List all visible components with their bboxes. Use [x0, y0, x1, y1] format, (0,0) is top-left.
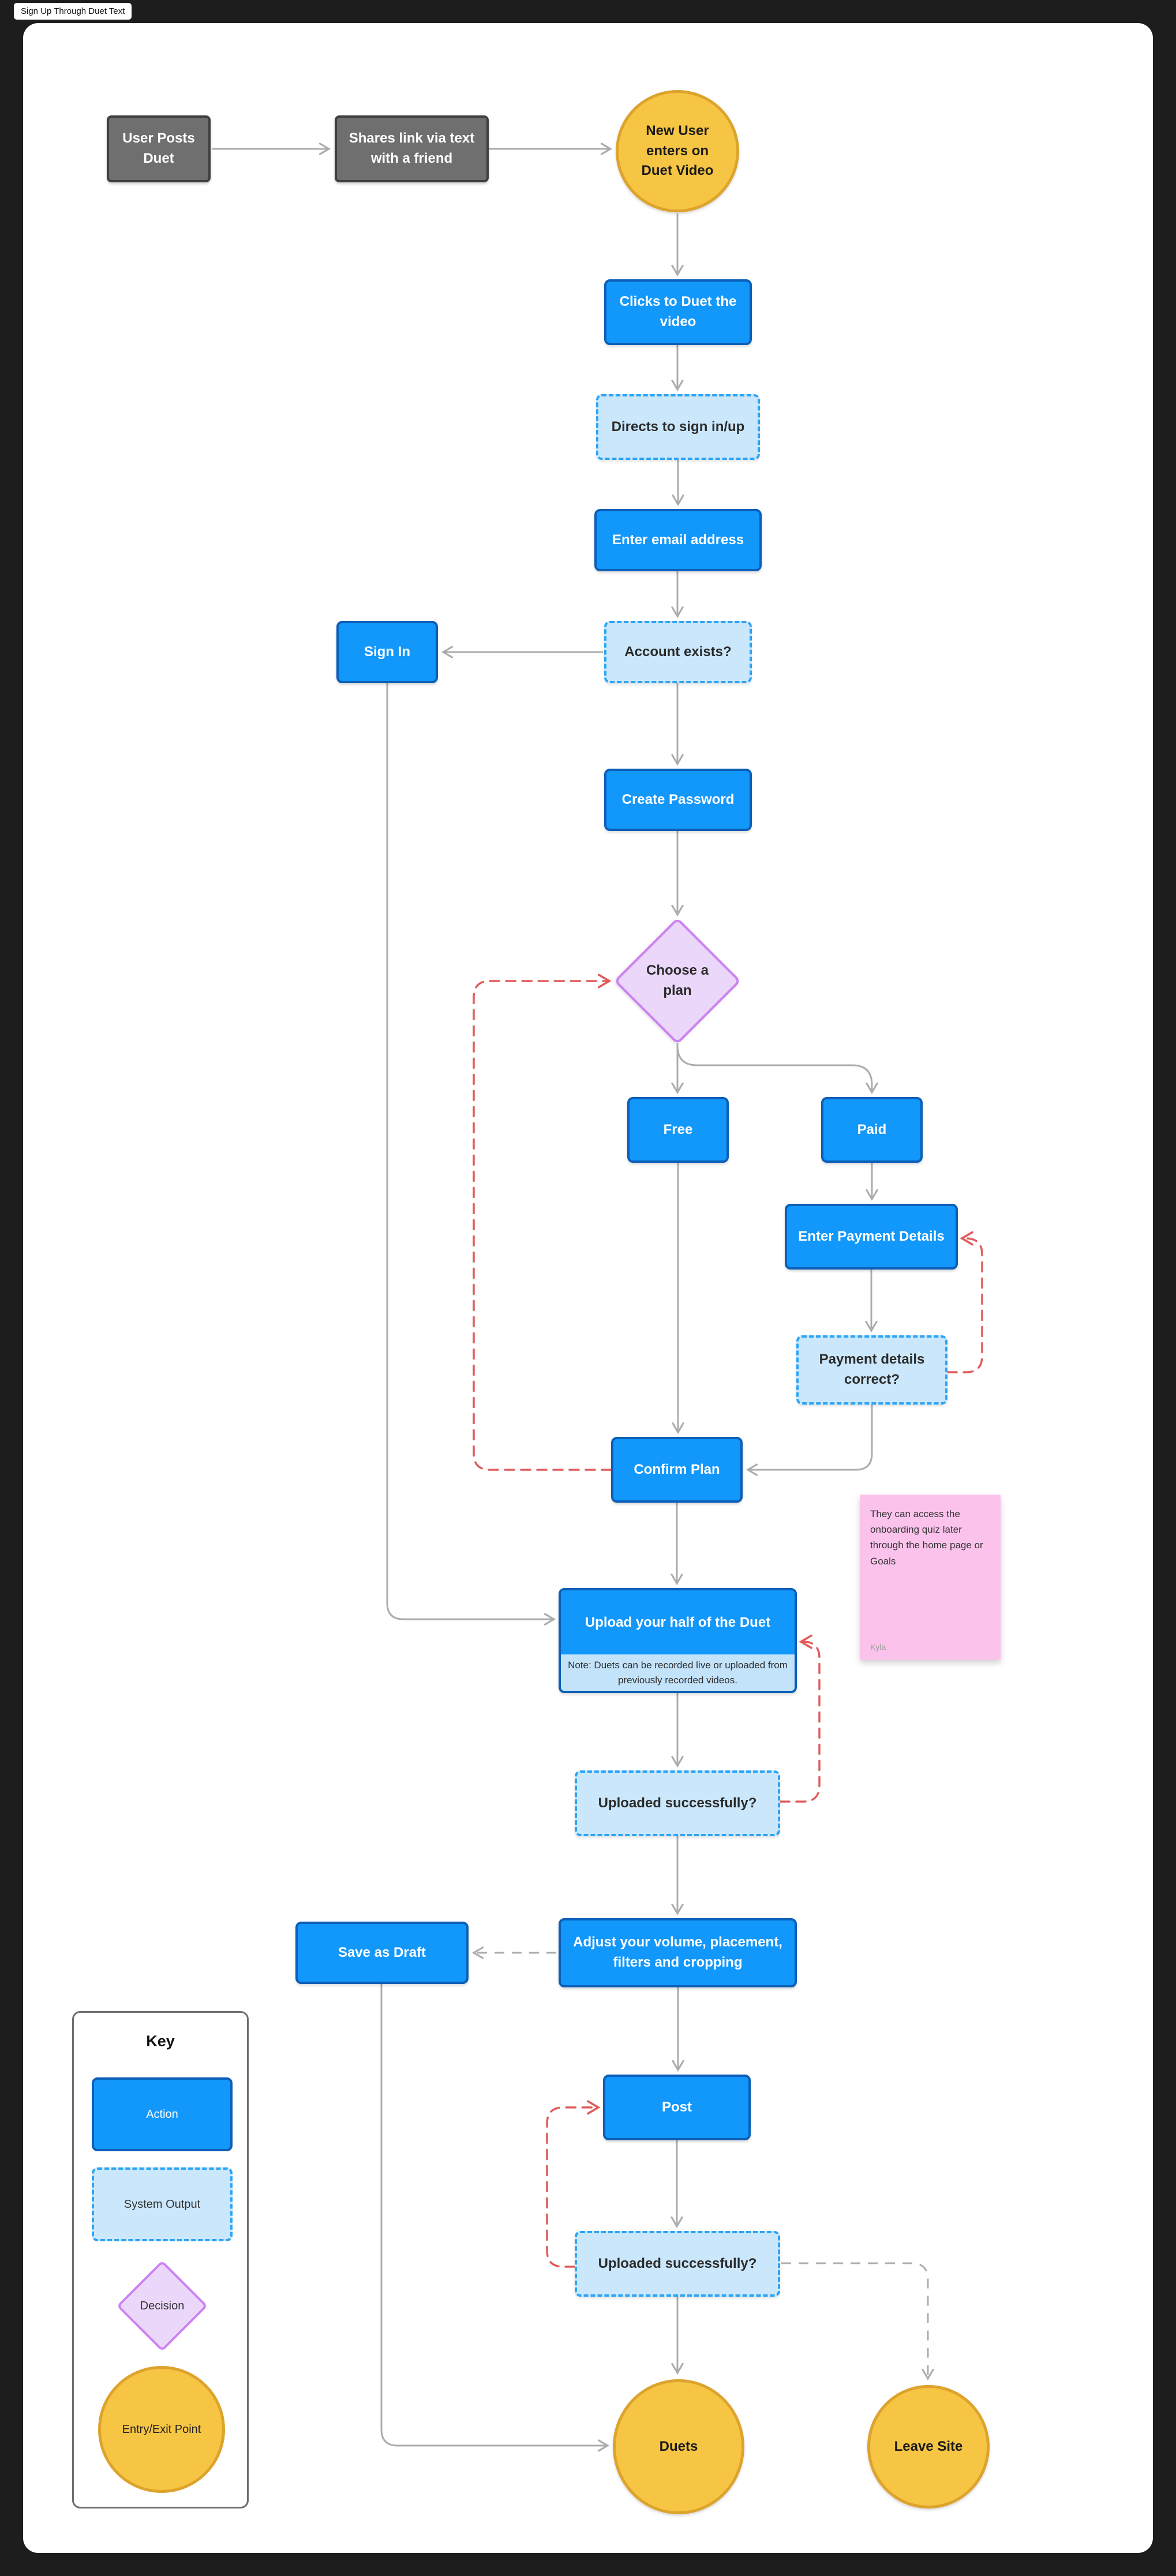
node-directs-sign-in-up[interactable]: Directs to sign in/up	[596, 394, 760, 460]
node-label: Shares link via text with a friend	[349, 130, 475, 166]
node-paid-plan[interactable]: Paid	[821, 1097, 923, 1163]
legend-label: Entry/Exit Point	[122, 2423, 201, 2436]
node-label: Uploaded successfully?	[598, 1795, 757, 1811]
node-label: Save as Draft	[338, 1944, 426, 1960]
node-upload-half-duet[interactable]: Upload your half of the Duet Note: Duets…	[559, 1588, 797, 1693]
node-payment-details-correct[interactable]: Payment details correct?	[796, 1335, 947, 1405]
node-shares-link[interactable]: Shares link via text with a friend	[335, 115, 489, 182]
legend-system-output-swatch[interactable]: System Output	[92, 2167, 233, 2241]
node-duets-exit[interactable]: Duets	[613, 2379, 744, 2514]
node-adjust-volume[interactable]: Adjust your volume, placement, filters a…	[559, 1918, 797, 1987]
node-free-plan[interactable]: Free	[627, 1097, 729, 1163]
node-label: Paid	[857, 1121, 887, 1137]
node-label: Post	[661, 2099, 692, 2115]
node-label: Free	[663, 1121, 693, 1137]
legend-entry-exit-swatch[interactable]: Entry/Exit Point	[98, 2366, 225, 2493]
board-title-tag[interactable]: Sign Up Through Duet Text	[14, 3, 132, 20]
legend-key-panel[interactable]: Key Action System Output Decision Entry/…	[72, 2011, 249, 2508]
node-create-password[interactable]: Create Password	[604, 769, 752, 831]
node-leave-site-exit[interactable]: Leave Site	[867, 2385, 990, 2508]
node-clicks-to-duet[interactable]: Clicks to Duet the video	[604, 279, 752, 345]
legend-label: Action	[146, 2107, 178, 2121]
node-label: Adjust your volume, placement, filters a…	[573, 1934, 782, 1970]
node-account-exists[interactable]: Account exists?	[604, 621, 752, 683]
node-label: New User enters on Duet Video	[641, 122, 714, 179]
sticky-note-author: Kyla	[870, 1642, 886, 1652]
legend-label: Decision	[140, 2299, 185, 2312]
node-label: Payment details correct?	[819, 1351, 925, 1387]
node-post[interactable]: Post	[603, 2075, 751, 2140]
node-save-as-draft[interactable]: Save as Draft	[295, 1922, 469, 1984]
node-label: Leave Site	[894, 2438, 963, 2454]
node-label: Uploaded successfully?	[598, 2255, 757, 2271]
legend-action-swatch[interactable]: Action	[92, 2077, 233, 2151]
node-label: Sign In	[364, 643, 410, 660]
node-label: Clicks to Duet the video	[619, 294, 737, 330]
node-enter-payment-details[interactable]: Enter Payment Details	[785, 1204, 958, 1270]
node-confirm-plan[interactable]: Confirm Plan	[611, 1437, 743, 1503]
node-new-user-entry[interactable]: New User enters on Duet Video	[616, 90, 739, 212]
node-upload-note: Note: Duets can be recorded live or uplo…	[561, 1654, 795, 1691]
sticky-note[interactable]: They can access the onboarding quiz late…	[860, 1495, 1001, 1660]
node-sign-in[interactable]: Sign In	[336, 621, 438, 683]
sticky-note-text: They can access the onboarding quiz late…	[870, 1508, 983, 1567]
legend-label: System Output	[123, 2197, 201, 2211]
node-uploaded-successfully-2[interactable]: Uploaded successfully?	[575, 2231, 780, 2297]
node-uploaded-successfully-1[interactable]: Uploaded successfully?	[575, 1770, 780, 1836]
node-label: Choose a plan	[646, 963, 709, 998]
node-label: Account exists?	[624, 643, 732, 660]
node-label: Enter email address	[612, 531, 744, 548]
node-label: Enter Payment Details	[798, 1228, 945, 1244]
node-user-posts-duet[interactable]: User Posts Duet	[107, 115, 211, 182]
node-label: Confirm Plan	[634, 1461, 720, 1477]
node-label: Directs to sign in/up	[611, 418, 745, 435]
node-label: Create Password	[621, 791, 735, 807]
legend-title: Key	[146, 2032, 175, 2050]
node-label: Upload your half of the Duet	[561, 1590, 795, 1654]
node-label: Duets	[659, 2438, 698, 2454]
node-label: User Posts Duet	[122, 130, 195, 166]
node-enter-email[interactable]: Enter email address	[594, 509, 762, 571]
